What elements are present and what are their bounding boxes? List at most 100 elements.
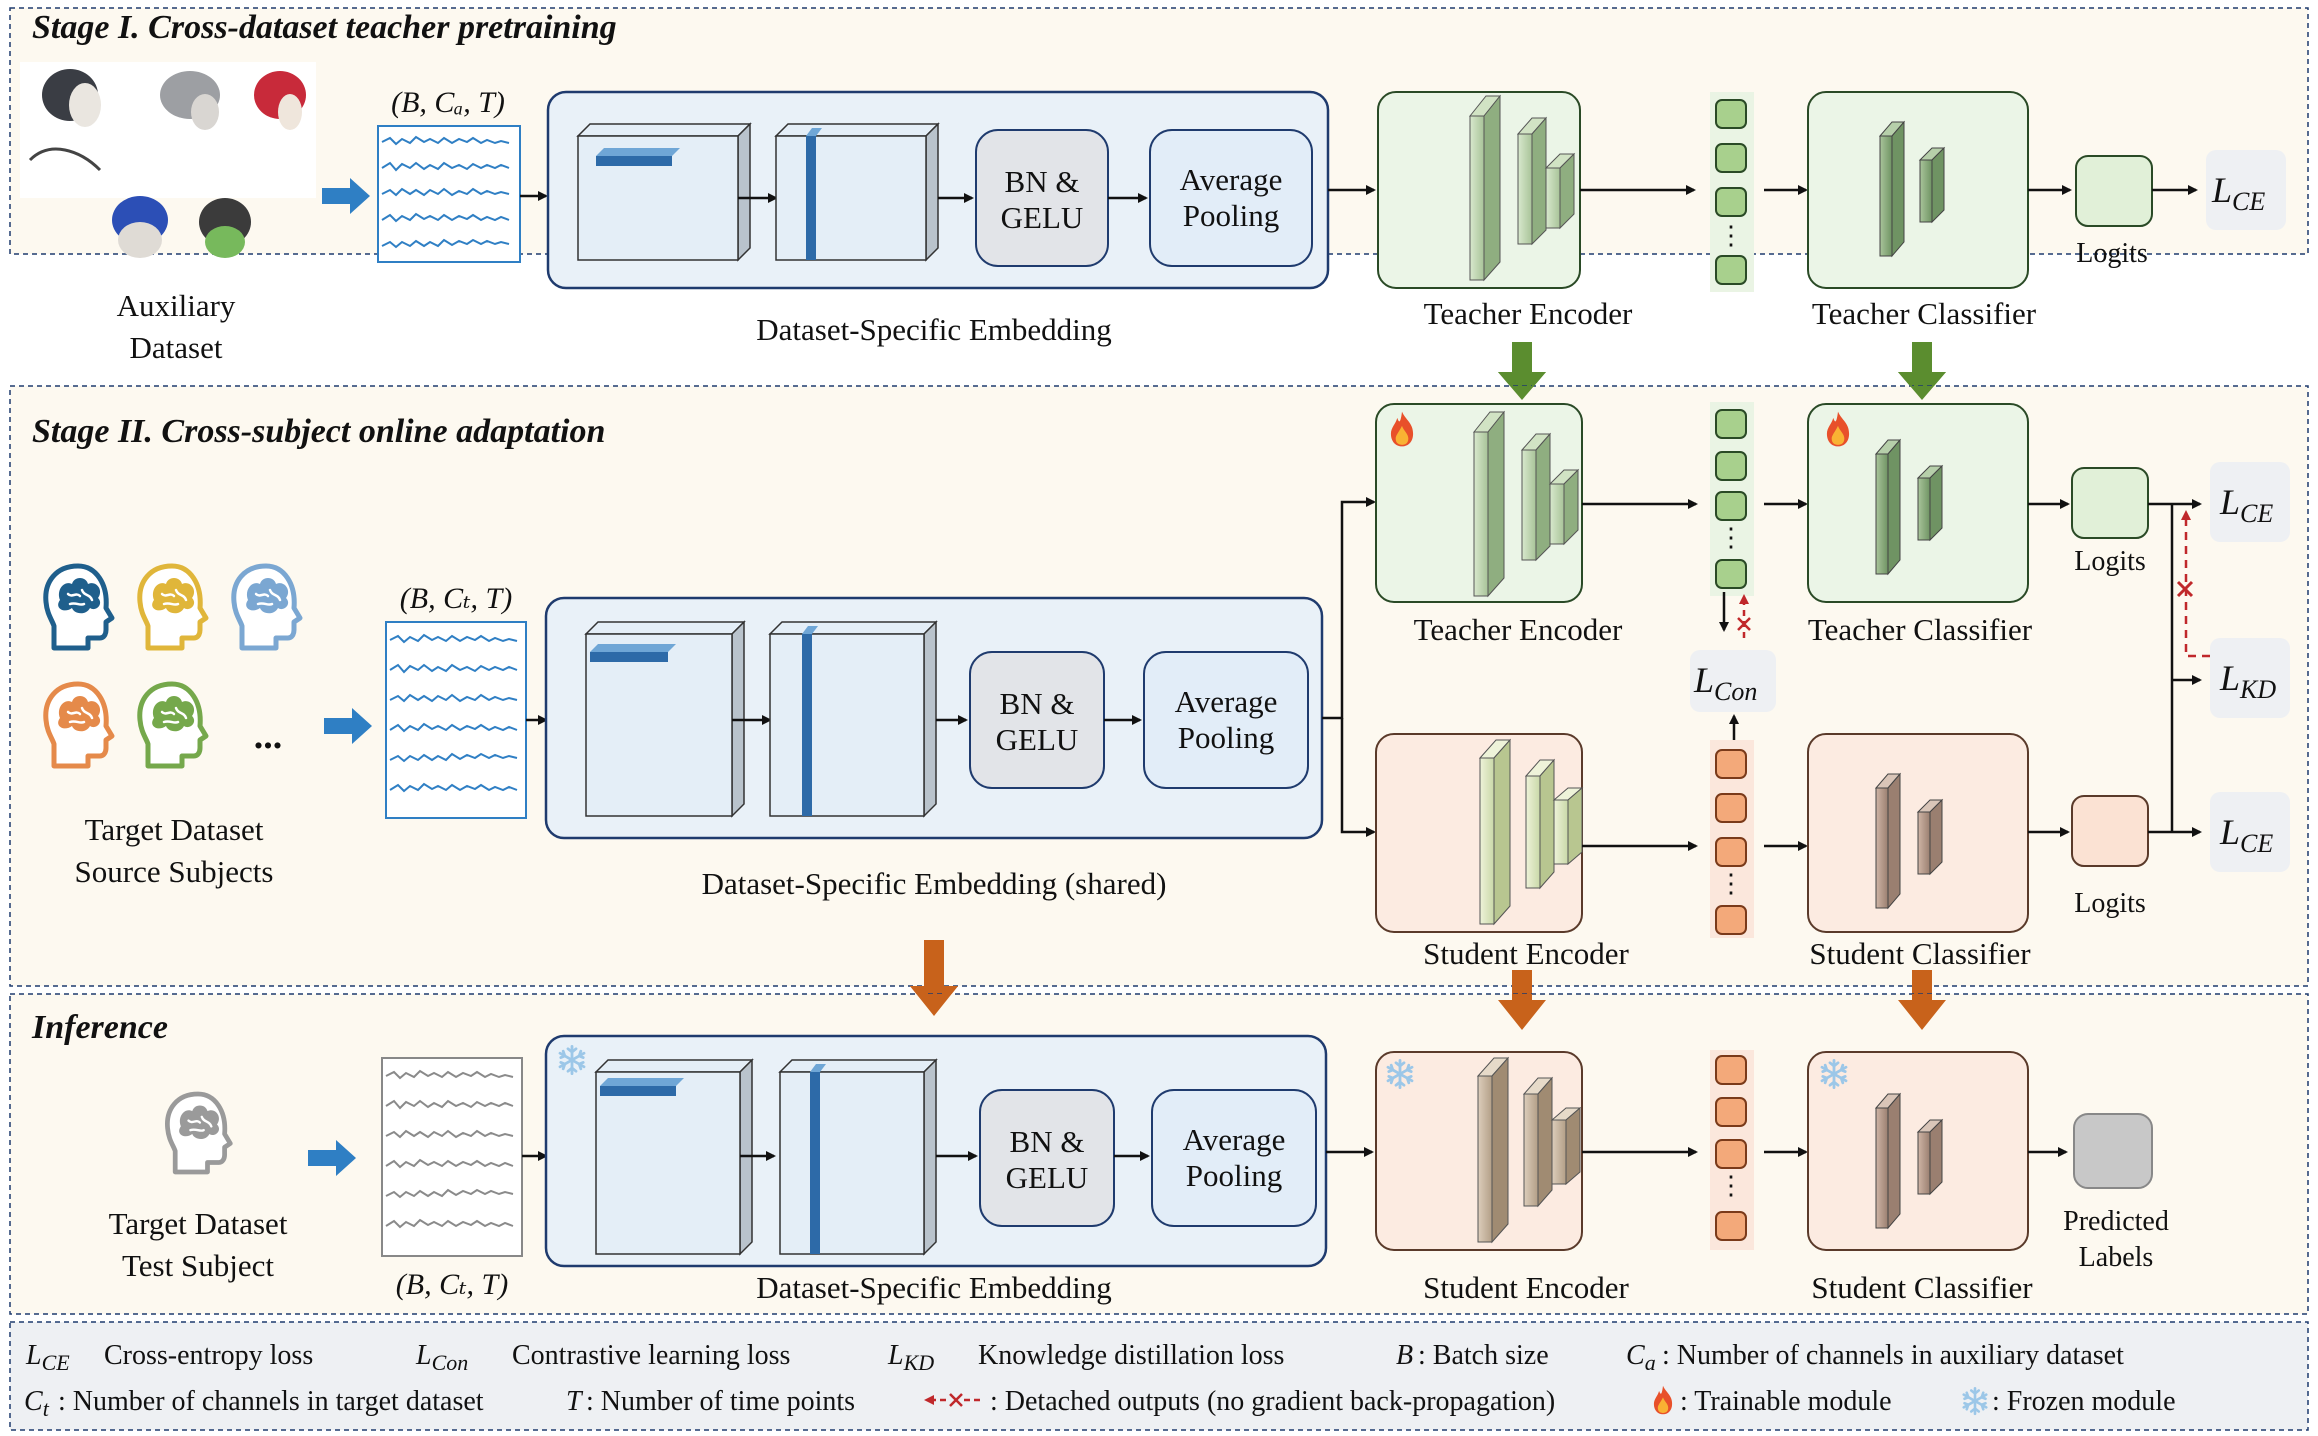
- legend-kd-text: Knowledge distillation loss: [978, 1340, 1284, 1371]
- stage2-teacher-encoder-label: Teacher Encoder: [1414, 612, 1623, 647]
- legend-t-text: : Number of time points: [586, 1386, 855, 1417]
- legend-ce-text: Cross-entropy loss: [104, 1340, 313, 1371]
- stage2-teacher-classifier-label: Teacher Classifier: [1808, 612, 2033, 647]
- stage2-embedding-label: Dataset-Specific Embedding (shared): [702, 866, 1167, 901]
- legend-con-text: Contrastive learning loss: [512, 1340, 790, 1371]
- stage1-spatial-conv: [774, 122, 940, 262]
- stage2-gelu-label: GELU: [996, 722, 1079, 757]
- stage2-student-feature-vector: ⋮: [1710, 740, 1754, 938]
- inference-output-label-2: Labels: [2079, 1242, 2154, 1273]
- legend-train-text: : Trainable module: [1680, 1386, 1892, 1417]
- stage2-con-loss-box: [1690, 650, 1776, 712]
- inference-classifier-layers: [1874, 1092, 1944, 1230]
- stage1-bn-label: BN &: [1005, 164, 1080, 199]
- inference-pooling-box: [1151, 1089, 1317, 1227]
- stage2-teacher-classifier-layers: [1874, 438, 1944, 576]
- stage2-student-logits-label: Logits: [2074, 888, 2146, 919]
- stage1-shape: (B, Cₐ, T): [391, 86, 505, 119]
- svg-text:⋮: ⋮: [1718, 220, 1744, 250]
- svg-text:⋮: ⋮: [1718, 1170, 1744, 1200]
- stage1-title: Stage I. Cross-dataset teacher pretraini…: [32, 9, 617, 46]
- stage2-kd-loss: LKD: [2219, 658, 2276, 704]
- legend-detach-text: : Detached outputs (no gradient back-pro…: [990, 1386, 1555, 1417]
- stage1-ce-loss: LCE: [2211, 170, 2265, 216]
- stage1-input-label-2: Dataset: [130, 330, 223, 365]
- stage2-temporal-conv: [584, 620, 746, 818]
- stage1-temporal-conv: [576, 122, 752, 262]
- inference-bn-gelu-box: [979, 1089, 1115, 1227]
- inference-spatial-conv: [778, 1058, 938, 1256]
- stage2-teacher-feature-vector: ⋮: [1710, 402, 1754, 596]
- stage2-con-loss: LCon: [1693, 660, 1757, 706]
- stage2-ce-loss-2: LCE: [2219, 812, 2273, 858]
- inference-title: Inference: [31, 1009, 168, 1046]
- inference-embedding-label: Dataset-Specific Embedding: [756, 1270, 1112, 1305]
- legend-row-2: Ct : Number of channels in target datase…: [24, 1385, 2176, 1421]
- inference-encoder-layers: [1476, 1056, 1582, 1244]
- stage2-blue-arrow: [324, 708, 372, 744]
- inference-blue-arrow: [308, 1140, 356, 1176]
- inference-gelu-label: GELU: [1006, 1160, 1089, 1195]
- legend-ct-text: : Number of channels in target dataset: [58, 1386, 484, 1417]
- stage2-input-label-2: Source Subjects: [75, 854, 274, 889]
- stage1-teacher-classifier: [1807, 91, 2029, 289]
- stage1-pool-label-1: Average: [1180, 162, 1283, 197]
- stage2-ce-loss-box-1: [2210, 462, 2290, 542]
- stage2-pool-label-2: Pooling: [1178, 720, 1274, 755]
- legend-row-1: LCE Cross-entropy loss LCon Contrastive …: [25, 1340, 2124, 1375]
- test-subject-brain-icon: [167, 1094, 230, 1172]
- stage2-ellipsis: ...: [254, 715, 283, 757]
- inference-output-label-1: Predicted: [2063, 1206, 2169, 1237]
- stage1-classifier-layers: [1878, 120, 1946, 258]
- stage2-input-label-1: Target Dataset: [85, 812, 264, 847]
- legend-ca-symbol: Ca: [1626, 1340, 1656, 1375]
- svg-text:⋮: ⋮: [1718, 868, 1744, 898]
- legend-ct-symbol: Ct: [24, 1386, 50, 1421]
- stage1-pool-label-2: Pooling: [1183, 198, 1279, 233]
- legend-t-symbol: T: [566, 1386, 584, 1417]
- stage1-encoder-label: Teacher Encoder: [1424, 296, 1633, 331]
- stage2-shape: (B, Cₜ, T): [400, 582, 512, 615]
- predicted-labels-box: [2073, 1113, 2153, 1189]
- inference-input-label-2: Test Subject: [122, 1248, 274, 1283]
- legend-kd-symbol: LKD: [887, 1340, 934, 1375]
- inference-input-label-1: Target Dataset: [109, 1206, 288, 1241]
- inference-shape: (B, Cₜ, T): [396, 1268, 508, 1301]
- stage1-pooling-box: [1149, 129, 1313, 267]
- legend-con-symbol: LCon: [415, 1340, 468, 1375]
- legend-frozen-text: : Frozen module: [1992, 1386, 2176, 1417]
- inference-pool-label-2: Pooling: [1186, 1158, 1282, 1193]
- inference-encoder-label: Student Encoder: [1423, 1270, 1629, 1305]
- inference-eeg-signal: [381, 1057, 523, 1257]
- legend-ca-text: : Number of channels in auxiliary datase…: [1662, 1340, 2124, 1371]
- inference-pool-label-1: Average: [1183, 1122, 1286, 1157]
- stage2-pooling-box: [1143, 651, 1309, 789]
- stage1-feature-vector: ⋮: [1710, 92, 1754, 292]
- stage2-ce-loss-1: LCE: [2219, 482, 2273, 528]
- stage1-logits-label: Logits: [2076, 238, 2148, 269]
- stage1-logits-box: [2075, 155, 2153, 227]
- stage2-pool-label-1: Average: [1175, 684, 1278, 719]
- stage2-student-classifier-label: Student Classifier: [1809, 936, 2031, 971]
- stage1-encoder-layers: [1468, 94, 1576, 282]
- stage1-ce-loss-box: [2206, 150, 2286, 230]
- stage2-spatial-conv: [768, 620, 938, 818]
- stage2-eeg-signal: [385, 621, 527, 819]
- svg-text:⋮: ⋮: [1718, 522, 1744, 552]
- stage1-blue-arrow: [322, 178, 370, 214]
- stage2-ce-loss-box-2: [2210, 792, 2290, 872]
- stage1-input-label-1: Auxiliary: [117, 288, 236, 323]
- stage2-kd-loss-box: [2210, 638, 2290, 718]
- stage1-eeg-signal: [377, 125, 521, 263]
- inference-temporal-conv: [594, 1058, 754, 1256]
- stage2-student-encoder-layers: [1478, 738, 1584, 926]
- stage2-bn-label: BN &: [1000, 686, 1075, 721]
- stage2-student-classifier-layers: [1874, 772, 1944, 910]
- eeg-caps-image: [20, 62, 316, 258]
- stage1-embedding-label: Dataset-Specific Embedding: [756, 312, 1112, 347]
- inference-bn-label: BN &: [1010, 1124, 1085, 1159]
- stage2-teacher-logits-box: [2071, 467, 2149, 539]
- stage2-teacher-encoder-layers: [1472, 410, 1580, 598]
- stage2-student-logits-box: [2071, 795, 2149, 867]
